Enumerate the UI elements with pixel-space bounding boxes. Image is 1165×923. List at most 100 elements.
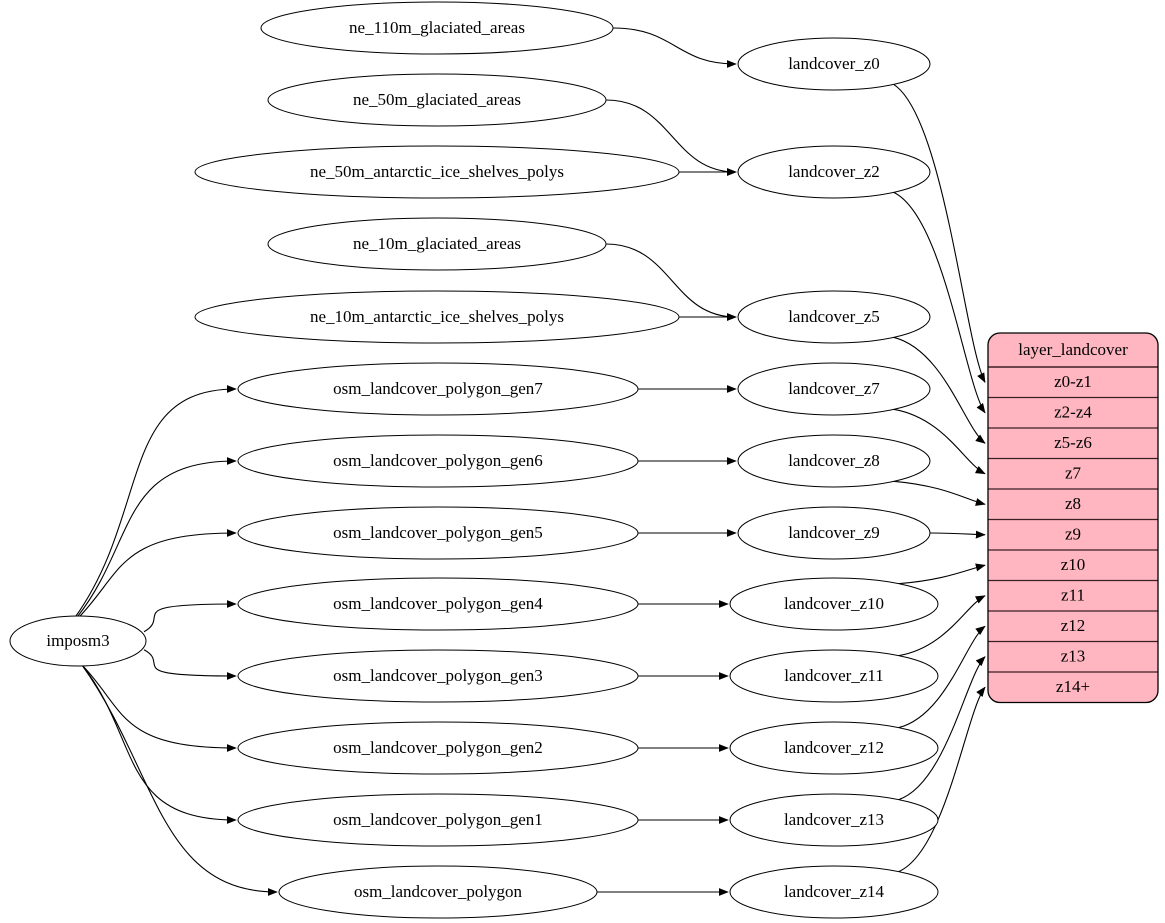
node-ellipse [237, 362, 639, 416]
node-ellipse [729, 577, 939, 631]
graph-edge [612, 27, 737, 68]
graph-node-osm_landcover_polygon_gen5[interactable]: osm_landcover_polygon_gen5 [237, 506, 639, 560]
graph-node-landcover_z2[interactable]: landcover_z2 [737, 145, 931, 199]
table-row[interactable]: z13 [988, 640, 1158, 666]
graph-node-osm_landcover_polygon_gen3[interactable]: osm_landcover_polygon_gen3 [237, 649, 639, 703]
node-label: landcover_z12 [784, 738, 884, 757]
graph-edge [929, 530, 986, 539]
table-row[interactable]: z8 [988, 488, 1158, 513]
graph-edge [81, 664, 237, 824]
node-ellipse [237, 793, 639, 847]
node-label: ne_10m_glaciated_areas [353, 234, 521, 253]
graph-node-landcover_z7[interactable]: landcover_z7 [737, 362, 931, 416]
node-label: landcover_z13 [784, 810, 884, 829]
graph-edge [76, 457, 237, 618]
node-label: osm_landcover_polygon_gen6 [333, 451, 543, 470]
table-row-label: z0-z1 [1054, 372, 1092, 391]
node-ellipse [194, 145, 680, 199]
node-label: landcover_z11 [784, 666, 883, 685]
table-row[interactable]: z2-z4 [988, 396, 1158, 422]
table-row[interactable]: z14+ [988, 671, 1158, 696]
graph-node-osm_landcover_polygon_gen1[interactable]: osm_landcover_polygon_gen1 [237, 793, 639, 847]
graph-edge [898, 686, 986, 873]
graph-node-osm_landcover_polygon[interactable]: osm_landcover_polygon [278, 865, 598, 919]
node-label: landcover_z7 [788, 379, 880, 398]
graph-node-landcover_z9[interactable]: landcover_z9 [737, 506, 931, 560]
edges-layer [74, 27, 986, 896]
node-ellipse [237, 721, 639, 775]
graph-node-osm_landcover_polygon_gen2[interactable]: osm_landcover_polygon_gen2 [237, 721, 639, 775]
table-header-label: layer_landcover [1018, 340, 1128, 359]
table-row-label: z7 [1065, 464, 1082, 483]
layer-landcover-table[interactable]: layer_landcover z0-z1 z2-z4 z5-z6 z7 z8 z9 z10 z… [987, 332, 1159, 704]
graph-node-osm_landcover_polygon_gen7[interactable]: osm_landcover_polygon_gen7 [237, 362, 639, 416]
node-label: osm_landcover_polygon_gen4 [333, 594, 543, 613]
graph-edge [898, 656, 986, 801]
node-ellipse [237, 649, 639, 703]
table-row[interactable]: z12 [988, 610, 1158, 635]
node-label: landcover_z2 [788, 162, 880, 181]
graph-edge [898, 563, 986, 585]
table-row[interactable]: z0-z1 [1054, 372, 1092, 391]
node-ellipse [729, 865, 939, 919]
graph-node-osm_landcover_polygon_gen4[interactable]: osm_landcover_polygon_gen4 [237, 577, 639, 631]
graph-node-landcover_z0[interactable]: landcover_z0 [737, 37, 931, 91]
node-label: ne_10m_antarctic_ice_shelves_polys [310, 307, 564, 326]
graph-node-ne_110m_glaciated_areas[interactable]: ne_110m_glaciated_areas [260, 1, 614, 55]
graph-node-landcover_z11[interactable]: landcover_z11 [729, 649, 939, 703]
graph-node-landcover_z10[interactable]: landcover_z10 [729, 577, 939, 631]
graph-node-landcover_z14[interactable]: landcover_z14 [729, 865, 939, 919]
graph-edge [893, 408, 986, 475]
graph-edge [143, 649, 237, 680]
graph-node-ne_10m_antarctic_ice_shelves_polys[interactable]: ne_10m_antarctic_ice_shelves_polys [194, 290, 680, 344]
graph-node-landcover_z13[interactable]: landcover_z13 [729, 793, 939, 847]
table-row[interactable]: z11 [988, 579, 1158, 605]
table-row-label: z8 [1065, 494, 1081, 513]
graph-node-ne_50m_antarctic_ice_shelves_polys[interactable]: ne_50m_antarctic_ice_shelves_polys [194, 145, 680, 199]
node-ellipse [267, 217, 607, 271]
graph-node-landcover_z5[interactable]: landcover_z5 [737, 290, 931, 344]
node-label: osm_landcover_polygon_gen7 [333, 379, 543, 398]
graph-edge [74, 385, 237, 618]
node-ellipse [9, 615, 147, 667]
node-label: osm_landcover_polygon_gen2 [333, 738, 543, 757]
table-row-label: z5-z6 [1054, 433, 1092, 452]
node-ellipse [729, 721, 939, 775]
node-ellipse [737, 434, 931, 488]
graph-node-ne_50m_glaciated_areas[interactable]: ne_50m_glaciated_areas [267, 73, 607, 127]
graph-node-ne_10m_glaciated_areas[interactable]: ne_10m_glaciated_areas [267, 217, 607, 271]
node-ellipse [729, 793, 939, 847]
node-label: landcover_z9 [788, 523, 880, 542]
node-ellipse [737, 506, 931, 560]
table-row[interactable]: z7 [988, 457, 1158, 483]
node-label: landcover_z8 [788, 451, 880, 470]
graph-edge [893, 191, 986, 414]
graph-node-landcover_z12[interactable]: landcover_z12 [729, 721, 939, 775]
graph-edge [81, 664, 278, 896]
table-row[interactable]: z9 [988, 518, 1158, 544]
node-ellipse [237, 506, 639, 560]
graph-node-imposm3[interactable]: imposm3 [9, 615, 147, 667]
table-row-label: z10 [1061, 555, 1086, 574]
table-row-label: z14+ [1056, 677, 1090, 696]
node-ellipse [194, 290, 680, 344]
node-label: landcover_z10 [784, 594, 884, 613]
graph-edge [893, 480, 986, 506]
node-label: osm_landcover_polygon_gen1 [333, 810, 543, 829]
node-ellipse [729, 649, 939, 703]
node-label: landcover_z0 [788, 54, 880, 73]
node-label: imposm3 [46, 631, 109, 650]
node-ellipse [267, 73, 607, 127]
graph-node-osm_landcover_polygon_gen6[interactable]: osm_landcover_polygon_gen6 [237, 434, 639, 488]
graph-node-landcover_z8[interactable]: landcover_z8 [737, 434, 931, 488]
node-label: ne_50m_antarctic_ice_shelves_polys [310, 162, 564, 181]
table-row-label: z2-z4 [1054, 403, 1092, 422]
graph-edge [893, 83, 986, 383]
node-label: osm_landcover_polygon_gen5 [333, 523, 543, 542]
node-ellipse [237, 577, 639, 631]
table-row[interactable]: z10 [988, 549, 1158, 574]
table-row[interactable]: z5-z6 [988, 427, 1158, 452]
table-row-label: z9 [1065, 525, 1081, 544]
